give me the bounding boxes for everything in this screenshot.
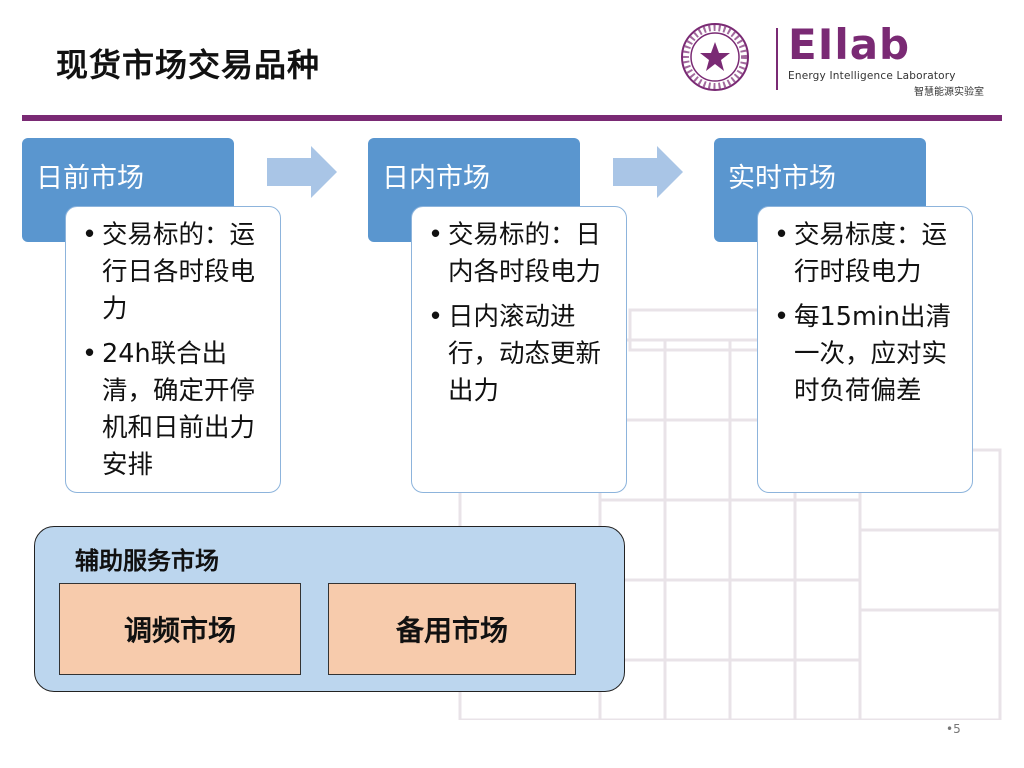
market-card-day-ahead: •交易标的：运行日各时段电力 •24h联合出清，确定开停机和日前出力安排 xyxy=(65,206,281,493)
list-item: •交易标度：运行时段电力 xyxy=(774,220,948,287)
page-title: 现货市场交易品种 xyxy=(56,46,321,84)
lab-logo: EIlab Energy Intelligence Laboratory 智慧能… xyxy=(680,20,985,100)
market-title: 实时市场 xyxy=(728,163,836,194)
university-seal-icon xyxy=(681,23,749,91)
list-item: •24h联合出清，确定开停机和日前出力安排 xyxy=(82,339,256,480)
list-item: •交易标的：日内各时段电力 xyxy=(428,220,602,287)
market-title: 日前市场 xyxy=(36,163,144,194)
logo-wordmark: EIlab xyxy=(788,20,911,69)
page-number: •5 xyxy=(946,722,961,736)
right-arrow-icon xyxy=(613,146,683,198)
market-title: 日内市场 xyxy=(382,163,490,194)
market-card-realtime: •交易标度：运行时段电力 •每15min出清一次，应对实时负荷偏差 xyxy=(757,206,973,493)
market-card-intraday: •交易标的：日内各时段电力 •日内滚动进行，动态更新出力 xyxy=(411,206,627,493)
list-item: •每15min出清一次，应对实时负荷偏差 xyxy=(774,302,952,406)
title-divider xyxy=(22,115,1002,121)
frequency-regulation-market-box: 调频市场 xyxy=(59,583,301,675)
auxiliary-services-panel: 辅助服务市场 调频市场 备用市场 xyxy=(34,526,625,692)
right-arrow-icon xyxy=(267,146,337,198)
reserve-market-box: 备用市场 xyxy=(328,583,576,675)
auxiliary-title: 辅助服务市场 xyxy=(75,547,219,575)
logo-divider xyxy=(776,28,778,90)
logo-subtitle-en: Energy Intelligence Laboratory xyxy=(788,70,956,82)
list-item: •日内滚动进行，动态更新出力 xyxy=(428,302,602,406)
list-item: •交易标的：运行日各时段电力 xyxy=(82,220,256,324)
logo-subtitle-cn: 智慧能源实验室 xyxy=(914,87,984,98)
